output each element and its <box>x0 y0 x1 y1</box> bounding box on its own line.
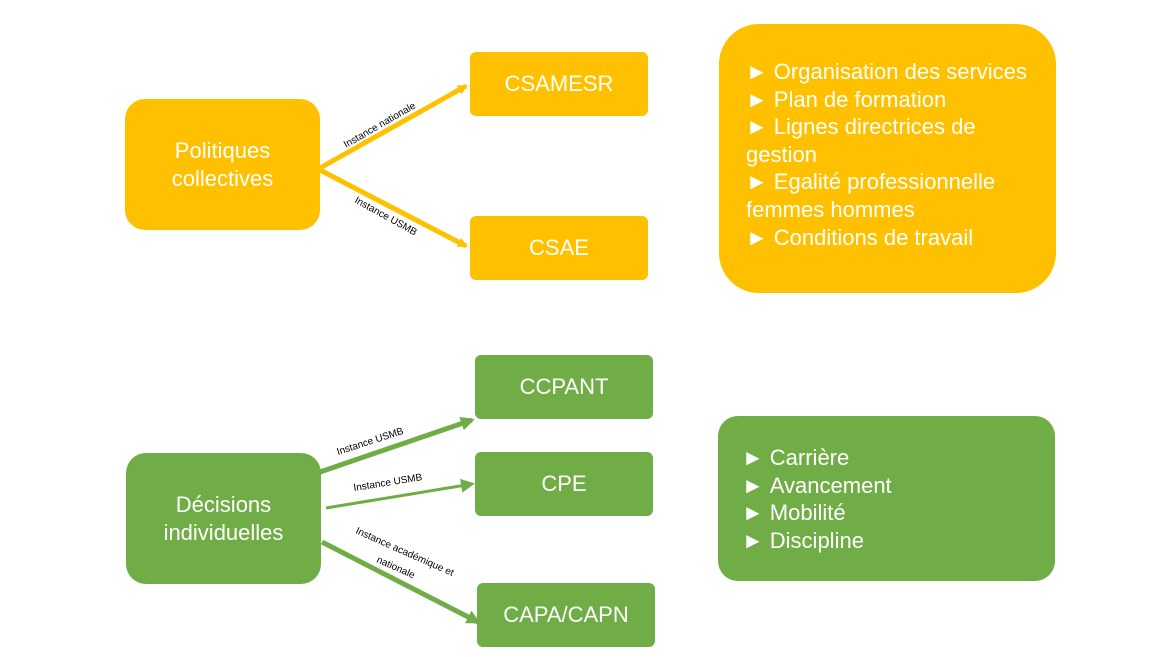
target-label: CAPA/CAPN <box>503 602 629 627</box>
source-label: Politiques collectives <box>172 137 273 193</box>
topic-text: Carrière <box>769 445 850 470</box>
bullet-icon: ► <box>746 114 768 140</box>
panel-decisions-topics: ►Carrière ►Avancement ►Mobilité ►Discipl… <box>718 416 1055 581</box>
target-cpe: CPE <box>475 452 653 516</box>
source-decisions-individuelles: Décisions individuelles <box>126 453 321 584</box>
topic-text: Organisation des services <box>773 59 1027 84</box>
target-label: CSAMESR <box>504 71 614 96</box>
topic-item: ►Conditions de travail <box>746 224 1036 252</box>
bullet-icon: ► <box>746 59 768 84</box>
topic-item: ►Lignes directrices de gestion <box>746 113 1036 168</box>
connector-to-ccpant <box>319 416 475 475</box>
bullet-icon: ► <box>742 500 764 526</box>
edge-label-instance-nationale: Instance nationale <box>342 100 418 150</box>
topic-text: Discipline <box>769 527 864 553</box>
connector-to-csae <box>318 167 468 249</box>
topic-item: ►Egalité professionnelle femmes hommes <box>746 168 1036 223</box>
source-line-1: Politiques <box>174 137 271 163</box>
connector-to-csamesr <box>318 83 468 171</box>
target-capa-capn: CAPA/CAPN <box>477 583 655 647</box>
target-csae: CSAE <box>470 216 648 280</box>
topic-text: Conditions de travail <box>773 224 974 250</box>
topic-text: Egalité professionnelle femmes hommes <box>746 169 996 222</box>
bullet-icon: ► <box>742 445 764 470</box>
topic-item: ►Organisation des services <box>746 58 1036 86</box>
topics-list: ►Organisation des services ►Plan de form… <box>746 58 1036 251</box>
topic-item: ►Mobilité <box>742 499 1035 527</box>
connector-to-capa <box>320 539 481 625</box>
bullet-icon: ► <box>746 224 768 250</box>
bullet-icon: ► <box>742 527 764 553</box>
bullet-icon: ► <box>746 169 768 195</box>
topic-item: ►Avancement <box>742 472 1035 500</box>
source-line-1: Décisions <box>175 491 272 517</box>
target-label: CSAE <box>529 235 589 260</box>
topic-item: ►Plan de formation <box>746 86 1036 114</box>
bullet-icon: ► <box>742 472 764 498</box>
topic-text: Avancement <box>769 472 892 498</box>
target-ccpant: CCPANT <box>475 355 653 419</box>
topic-text: Lignes directrices de gestion <box>746 114 976 167</box>
source-label: Décisions individuelles <box>164 491 284 547</box>
target-label: CCPANT <box>519 374 609 399</box>
edge-label-instance-usmb-2: Instance USMB <box>353 472 424 494</box>
bullet-icon: ► <box>746 86 768 112</box>
topic-text: Plan de formation <box>773 86 947 112</box>
target-label: CPE <box>541 471 587 496</box>
panel-politiques-topics: ►Organisation des services ►Plan de form… <box>719 24 1056 293</box>
source-politiques-collectives: Politiques collectives <box>125 99 320 230</box>
topic-item: ►Carrière <box>742 444 1035 472</box>
connector-to-cpe <box>325 478 475 510</box>
source-line-2: collectives <box>171 165 274 191</box>
target-csamesr: CSAMESR <box>470 52 648 116</box>
topic-text: Mobilité <box>769 500 846 526</box>
topic-item: ►Discipline <box>742 527 1035 555</box>
topics-list: ►Carrière ►Avancement ►Mobilité ►Discipl… <box>742 444 1035 554</box>
source-line-2: individuelles <box>163 519 284 545</box>
